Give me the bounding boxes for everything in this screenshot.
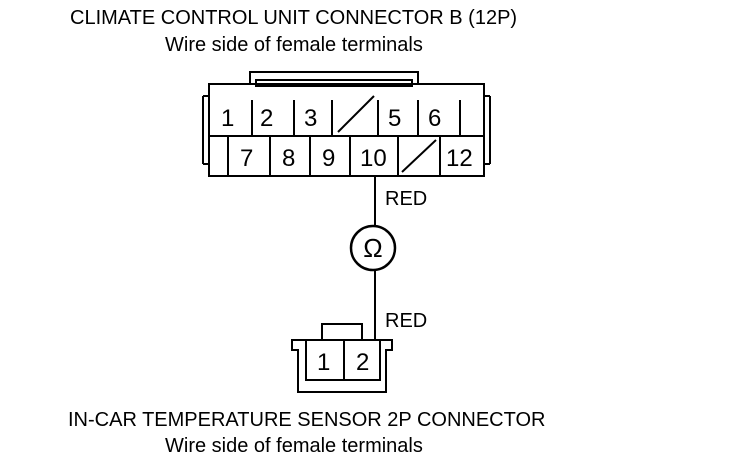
top-connector-subtitle: Wire side of female terminals [165,34,423,56]
wire-lower-label: RED [385,310,427,332]
ohmmeter: Ω [349,224,397,272]
pin-12: 12 [446,145,473,172]
top-connector [202,71,491,177]
pin-9: 9 [322,145,335,172]
top-connector-row1: 1 2 3 5 6 [221,105,441,132]
bottom-pin-2: 2 [356,349,369,376]
pin-1: 1 [221,105,234,132]
bottom-connector [291,323,393,393]
ohmmeter-circle [349,224,397,272]
pin-10: 10 [360,145,387,172]
pin-2: 2 [260,105,273,132]
pin-7: 7 [240,145,253,172]
top-connector-row2: 7 8 9 10 12 [240,145,473,172]
bottom-connector-subtitle: Wire side of female terminals [165,435,423,457]
pin-6: 6 [428,105,441,132]
empty-cavity-11 [401,139,437,173]
bottom-connector-housing [291,339,393,393]
bottom-pin-1: 1 [317,349,330,376]
top-connector-latch [249,71,419,84]
top-connector-title: CLIMATE CONTROL UNIT CONNECTOR B (12P) [70,7,517,29]
empty-cavity-4 [337,95,375,133]
ohm-icon: Ω [363,233,382,263]
bottom-connector-title: IN-CAR TEMPERATURE SENSOR 2P CONNECTOR [68,409,545,431]
pin-8: 8 [282,145,295,172]
top-connector-housing [208,83,485,177]
bottom-cavity-2 [343,339,381,381]
pin-3: 3 [304,105,317,132]
wire-upper-label: RED [385,188,427,210]
pin-5: 5 [388,105,401,132]
bottom-connector-latch [321,323,363,340]
